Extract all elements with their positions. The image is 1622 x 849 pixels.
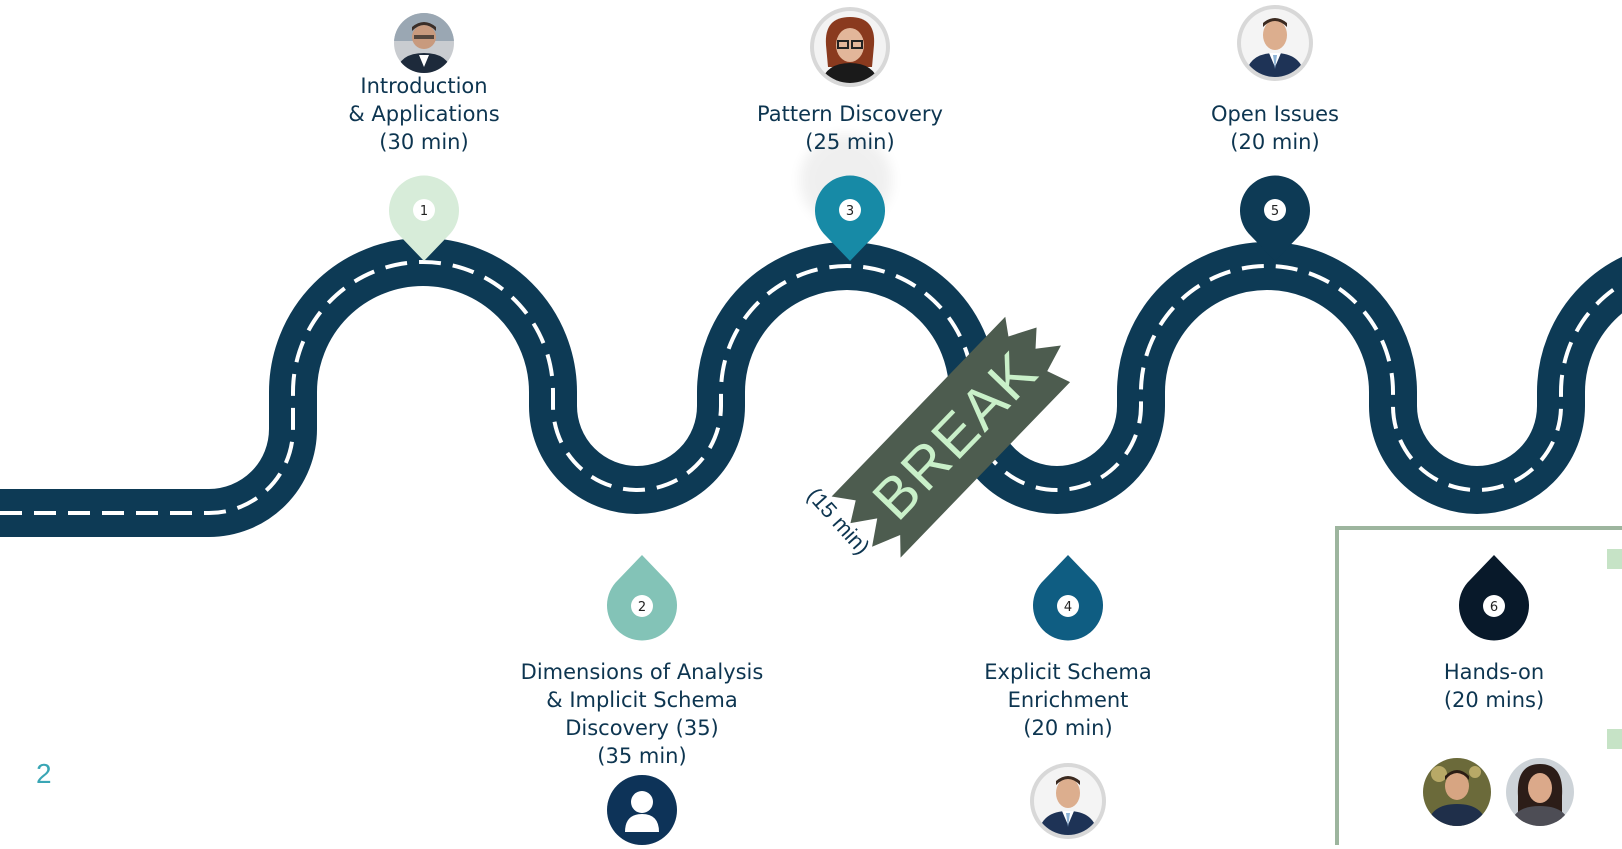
step-3-pin: 3 (815, 175, 885, 261)
step-4-title: Explicit Schema Enrichment (20 min) (984, 660, 1152, 740)
break-burst-shape (831, 316, 1071, 558)
step-5-number: 5 (1271, 204, 1279, 219)
presenter-avatar (1237, 5, 1313, 81)
step-4-pin: 4 (1033, 555, 1103, 641)
step-1-pin: 1 (389, 175, 460, 261)
step-1-title: Introduction & Applications (30 min) (348, 74, 500, 154)
step-2-pin: 2 (607, 555, 677, 641)
presenter-avatar (1506, 758, 1574, 826)
step-5-title: Open Issues (20 min) (1210, 102, 1340, 154)
step-2-title: Dimensions of Analysis & Implicit Schema… (520, 660, 764, 768)
step-6-number: 6 (1490, 600, 1498, 615)
slide-number: 2 (36, 758, 52, 789)
step-4-number: 4 (1064, 600, 1072, 615)
step-3-number: 3 (846, 204, 854, 219)
step-3-title: Pattern Discovery (25 min) (757, 102, 943, 154)
frame-marker (1607, 729, 1622, 749)
presenter-avatar (1423, 758, 1491, 826)
winding-road (0, 238, 1622, 537)
hands-on-frame (1335, 526, 1622, 849)
step-2-number: 2 (638, 600, 646, 615)
presenter-avatar (810, 7, 890, 87)
presenter-avatar (1030, 763, 1106, 839)
step-5-pin: 5 (1240, 175, 1311, 261)
step-1-number: 1 (420, 204, 428, 219)
step-6-title: Hands-on (20 mins) (1443, 660, 1545, 712)
person-placeholder-icon (607, 775, 677, 845)
step-6-pin: 6 (1459, 555, 1530, 641)
presenter-avatar (394, 13, 454, 73)
frame-marker (1607, 549, 1622, 569)
